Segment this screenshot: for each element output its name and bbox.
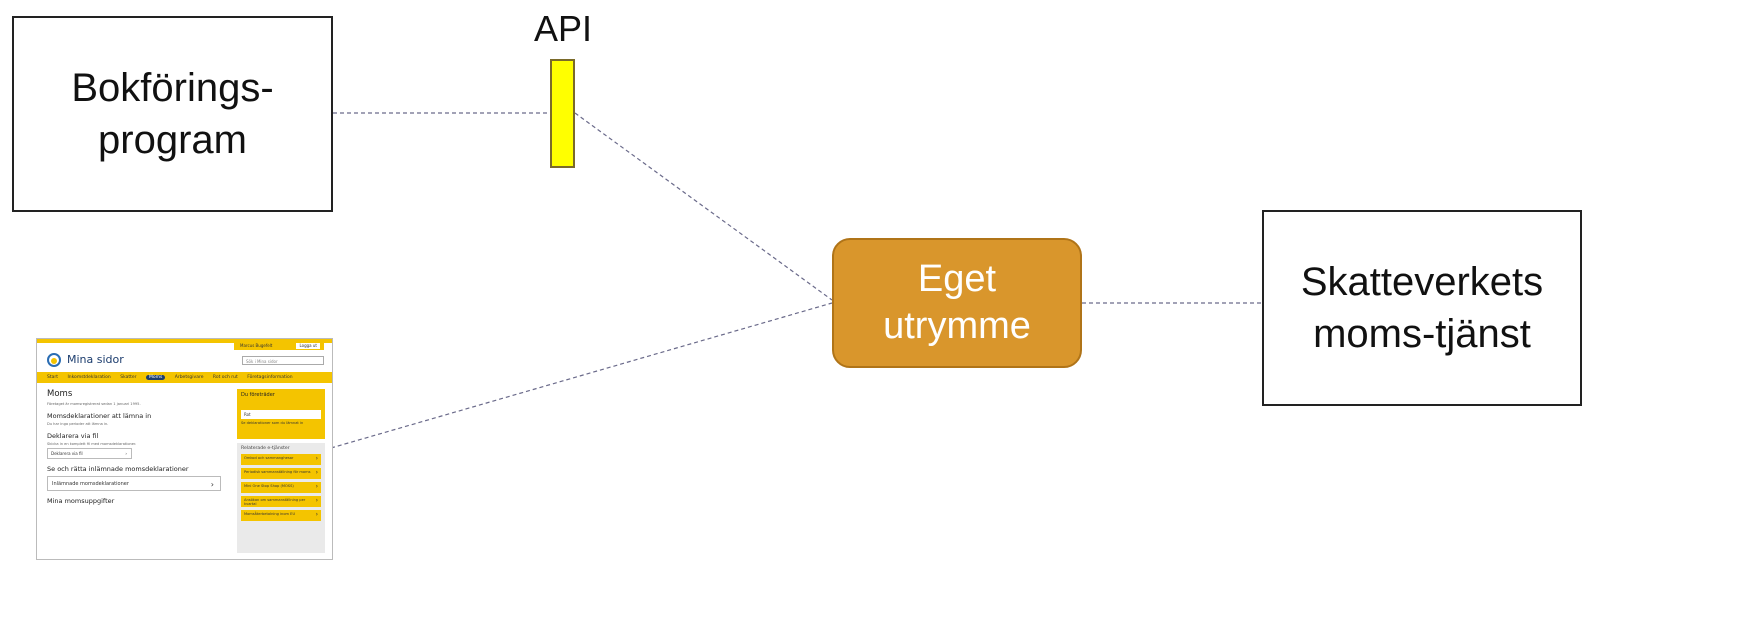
section-heading: Momsdeklarationer att lämna in [47,412,152,420]
sidebar: Du företräder Rot Se deklarationer som d… [237,389,325,553]
skatteverket-box: Skatteverkets moms-tjänst [1262,210,1582,406]
related-title: Relaterade e-tjänster [241,446,290,451]
eget-utrymme-box: Eget utrymme [832,238,1082,368]
user-name: Marcus Bugefelt [240,343,273,348]
bokforing-line-2: program [98,118,247,162]
section-heading: Mina momsuppgifter [47,497,115,505]
user-bar: Marcus Bugefelt Logga ut [234,341,324,350]
file-select-label: Deklarera via fil [51,451,83,456]
section-heading: Deklarera via fil [47,432,99,440]
bokforingsprogram-box: Bokförings- program [12,16,333,212]
nav-item[interactable]: Start [47,375,58,380]
page-heading: Moms [47,389,73,399]
search-input[interactable]: Sök i Mina sidor [242,356,324,365]
skatteverket-line-2: moms-tjänst [1313,312,1531,356]
nav-item[interactable]: Rot och rut [212,375,238,380]
skatteverket-line-1: Skatteverkets [1300,260,1544,304]
bokforing-line-1: Bokförings- [71,66,274,110]
submitted-select[interactable]: Inlämnade momsdeklarationer › [47,476,221,491]
main-content: Moms Företaget är momsregistrerat sedan … [47,389,227,507]
nav-item[interactable]: Företagsinformation [247,375,293,380]
related-item[interactable]: Ansökan om sammanställning per kvartal [241,496,321,507]
chevron-right-icon: › [125,451,127,456]
section-note: Skicka in en komplett fil med momsdeklar… [47,442,137,446]
section-heading: Se och rätta inlämnade momsdeklarationer [47,465,189,473]
mina-sidor-screenshot: Marcus Bugefelt Logga ut Mina sidor Sök … [36,338,333,560]
eget-line-2: utrymme [883,305,1031,347]
representative-title: Du företräder [241,392,275,398]
edge-screenshot-eget [330,302,833,449]
nav-item-active[interactable]: Moms [145,375,166,380]
representative-box: Du företräder Rot Se deklarationer som d… [237,389,325,439]
api-bar [550,59,575,168]
nav-item[interactable]: Skatter [120,375,137,380]
related-item[interactable]: Omkod och sammanghesar [241,454,321,465]
edge-api-eget [574,112,833,301]
representative-link[interactable]: Se deklarationer som du lämnat in [241,421,304,425]
related-services: Relaterade e-tjänster Omkod och sammangh… [237,443,325,553]
submitted-select-label: Inlämnade momsdeklarationer [52,481,129,487]
nav-item[interactable]: Arbetsgivare [174,375,204,380]
nav-item[interactable]: Inkomstdeklaration [67,375,111,380]
chevron-right-icon: › [210,480,214,489]
top-strip [37,339,332,343]
site-title: Mina sidor [67,353,124,366]
related-item[interactable]: Mini One Stop Shop (MOSS) [241,482,321,493]
related-item[interactable]: Periodisk sammanställning för moms [241,468,321,479]
representative-select[interactable]: Rot [241,410,321,419]
api-label: API [533,8,593,49]
logout-button[interactable]: Logga ut [296,342,320,349]
section-note: Du har inga perioder att lämna in. [47,422,109,426]
main-nav: Start Inkomstdeklaration Skatter Moms Ar… [37,372,332,383]
eget-line-1: Eget [917,257,997,300]
intro-text: Företaget är momsregistrerat sedan 1 jan… [47,402,141,406]
related-item[interactable]: Momsåterbetalning inom EU [241,510,321,521]
file-select[interactable]: Deklarera via fil › [47,448,132,459]
skatteverket-logo-icon [47,353,61,367]
